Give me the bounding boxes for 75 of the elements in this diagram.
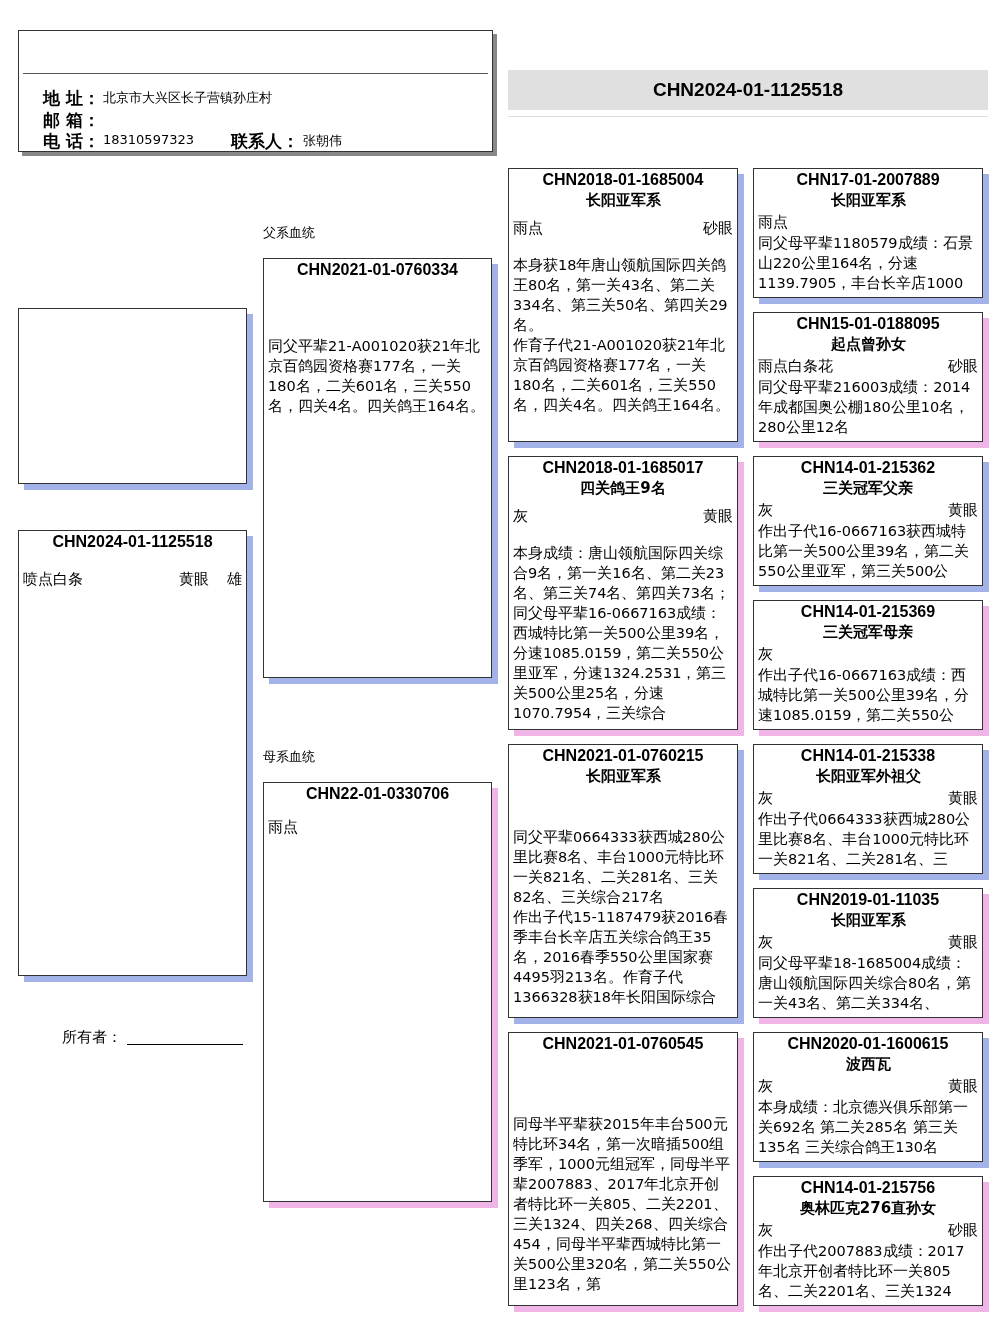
field-label: 联系人： — [231, 130, 299, 151]
feather-color: 灰 — [758, 501, 773, 519]
field-value: 北京市大兴区长子营镇孙庄村 — [103, 89, 272, 107]
race-record: 作出子代16-0667163获西城特比第一关500公里39名，第二关550公里亚军，第三关500公 — [758, 522, 971, 581]
strain-name: 长阳亚军系 — [829, 910, 907, 931]
field-label: 地 址： — [43, 87, 100, 110]
strain-name: 三关冠军母亲 — [822, 622, 914, 643]
field-label: 所有者： — [62, 1028, 122, 1047]
section-label: 父系血统 — [263, 224, 315, 242]
race-record: 同父平辈0664333获西城280公里比赛8名、丰台1000元特比环一关821名、二关281名、三关82名、三关综合217名 — [513, 828, 727, 907]
strain-name: 四关鸽王9名 — [579, 478, 667, 499]
feather-color: 灰 — [758, 933, 773, 951]
race-record: 同父母平辈18-1685004成绩：唐山领航国际四关综合80名，第一关43名、第二关334名、 — [758, 954, 973, 1013]
eye-type: 砂眼 — [948, 1220, 978, 1241]
eye-type: 黄眼 — [948, 500, 978, 521]
field-label: 电 话： — [43, 130, 100, 151]
ring-number: CHN17-01-2007889 — [795, 170, 941, 190]
field-value: 18310597323 — [103, 132, 194, 147]
eye-type: 砂眼 — [703, 218, 733, 239]
feather-color: 灰 — [758, 1077, 773, 1095]
ring-number: CHN2021-01-0760334 — [296, 260, 459, 280]
ring-number: CHN2024-01-1125518 — [51, 532, 214, 552]
race-record: 同父母平辈216003成绩：2014年成都国奥公棚180公里10名，280公里12名 — [758, 378, 972, 437]
ring-number: CHN2021-01-0760215 — [541, 746, 705, 766]
ring-number: CHN2018-01-1685004 — [541, 170, 705, 190]
race-record: 作育子代21-A001020获21年北京百鸽园资格赛177名，一关180名，二关601名，三关550名，四关4名。四关鸽王164名。 — [513, 336, 731, 415]
feather-color: 灰 — [758, 1221, 773, 1239]
strain-name: 起点曾孙女 — [829, 334, 907, 355]
feather-color: 雨点 — [268, 818, 298, 836]
race-record: 同父母平辈1180579成绩：石景山220公里164名，分速1139.7905，丰台长辛店1000 — [758, 234, 974, 293]
race-record: 作出子代2007883成绩：2017年北京开创者特比环一关805名、二关2201名、三关1324 — [758, 1242, 966, 1301]
ring-number: CHN22-01-0330706 — [304, 784, 451, 804]
ring-number: CHN15-01-0188095 — [795, 314, 941, 334]
race-record: 同母半平辈获2015年丰台500元特比环34名，第一次暗插500组季军，1000元组冠军，同母半平辈2007883、2017年北京开创者特比环一关805、二关2201、三关1324、四关268、四关综合454，同母半平辈西城特比第一关500公里320名，第二关550公里123名，第 — [513, 1115, 733, 1294]
feather-color: 灰 — [758, 789, 773, 807]
eye-type: 黄眼 — [948, 932, 978, 953]
feather-color: 雨点白条花 — [758, 357, 833, 375]
ring-number: CHN2020-01-1600615 — [786, 1034, 950, 1054]
strain-name: 长阳亚军系 — [829, 190, 907, 211]
strain-name: 三关冠军父亲 — [822, 478, 914, 499]
ring-number: CHN14-01-215369 — [799, 602, 937, 622]
eye-type: 黄眼 — [948, 1076, 978, 1097]
strain-name: 长阳亚军系 — [584, 766, 662, 787]
feather-color: 雨点 — [513, 219, 543, 237]
race-record: 作出子代15-1187479获2016春季丰台长辛店五关综合鸽王35名，2016春季550公里国家赛4495羽213名。作育子代1366328获18年长阳国际综合 — [513, 908, 730, 1007]
strain-name: 波西瓦 — [844, 1054, 892, 1075]
race-record: 本身成绩：唐山领航国际四关综合9名，第一关16名、第二关23名、第三关74名、第四关73名；同父母平辈16-0667163成绩：西城特比第一关500公里39名，分速1085.0159，第二关550公里亚军，分速1324.2531，第三关500公里25名，分速1070.7954，三关综合 — [513, 544, 731, 723]
ring-number: CHN2019-01-11035 — [795, 890, 941, 910]
eye-type: 黄眼 — [948, 788, 978, 809]
ring-number: CHN14-01-215338 — [799, 746, 937, 766]
field-value: 张朝伟 — [303, 132, 342, 150]
race-record: 本身获18年唐山领航国际四关鸽王80名，第一关43名、第二关334名、第三关50名、第四关29名。 — [513, 256, 729, 335]
ring-number: CHN2018-01-1685017 — [541, 458, 705, 478]
feather-color: 灰 — [513, 507, 528, 525]
eye-type: 砂眼 — [948, 356, 978, 377]
title-banner — [508, 70, 988, 110]
field-label: 邮 箱： — [43, 109, 100, 132]
feather-color: 喷点白条 — [23, 570, 83, 588]
ring-number: CHN2021-01-0760545 — [541, 1034, 705, 1054]
race-record: 同父平辈21-A001020获21年北京百鸽园资格赛177名，一关180名，二关601名，三关550名，四关4名。四关鸽王164名。 — [268, 337, 486, 416]
eye-type: 黄眼 — [703, 506, 733, 527]
strain-name: 长阳亚军外祖父 — [814, 766, 922, 787]
race-record: 本身成绩：北京德兴俱乐部第一关692名 第二关285名 第三关135名 三关综合鸽王130名 — [758, 1098, 969, 1157]
feather-color: 雨点 — [758, 213, 788, 231]
strain-name: 奥林匹克276直孙女 — [798, 1198, 938, 1219]
race-record: 作出子代0664333获西城280公里比赛8名、丰台1000元特比环一关821名、二关281名、三 — [758, 810, 972, 869]
feather-color: 灰 — [758, 645, 773, 663]
strain-name: 长阳亚军系 — [584, 190, 662, 211]
ring-number: CHN14-01-215362 — [799, 458, 937, 478]
eye-type: 黄眼 — [179, 569, 209, 590]
race-record: 作出子代16-0667163成绩：西城特比第一关500公里39名，分速1085.0159，第二关550公 — [758, 666, 971, 725]
ring-number: CHN2024-01-1125518 — [652, 79, 844, 101]
ring-number: CHN14-01-215756 — [799, 1178, 937, 1198]
sex: 雄 — [227, 569, 242, 590]
section-label: 母系血统 — [263, 748, 315, 766]
